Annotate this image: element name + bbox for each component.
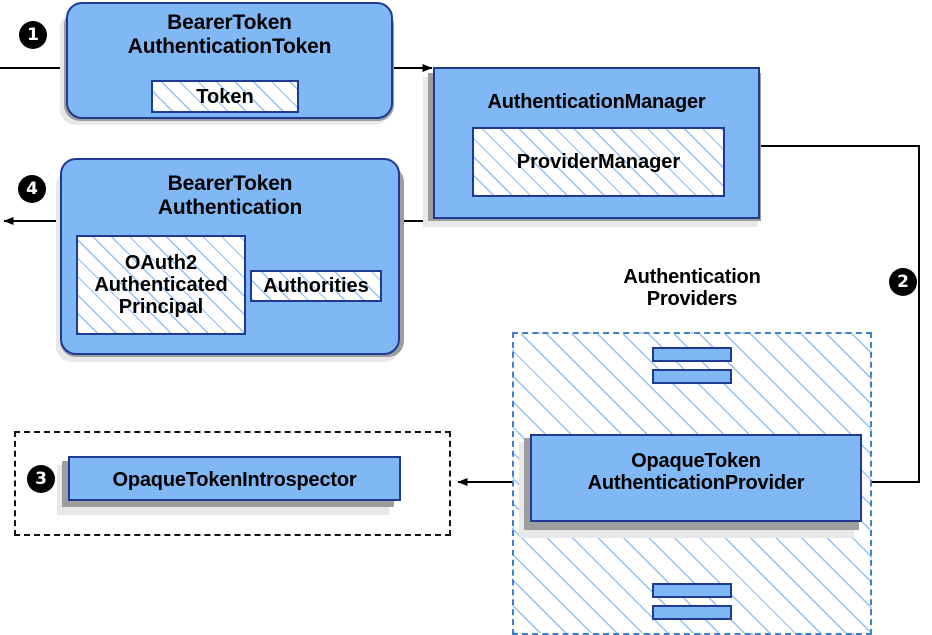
provider-stack-bottom-bar-2 — [652, 605, 732, 620]
step-badge-3: 3 — [28, 466, 54, 492]
authentication-manager-label: AuthenticationManager — [487, 91, 706, 113]
oauth2-authenticated-principal-line1: OAuth2 — [124, 252, 198, 274]
authentication-providers-label-line2: Providers — [646, 288, 738, 311]
opaque-token-authentication-provider-label-line1: OpaqueToken — [631, 450, 761, 472]
opaque-token-authentication-provider-label: OpaqueToken AuthenticationProvider — [532, 450, 860, 495]
bearer-token-authentication-token-label: BearerToken AuthenticationToken — [68, 11, 391, 58]
authentication-providers-label-line1: Authentication — [623, 266, 761, 288]
bearer-token-authentication-token-label-line1: BearerToken — [167, 11, 292, 34]
provider-stack-bottom-bar-1 — [652, 583, 732, 598]
bearer-token-authentication[interactable]: BearerToken Authentication OAuth2 Authen… — [60, 158, 400, 355]
provider-manager-label: ProviderManager — [516, 151, 681, 173]
token-label: Token — [196, 85, 254, 108]
step-badge-4-number: 4 — [26, 178, 38, 199]
bearer-token-authentication-label-line2: Authentication — [157, 195, 303, 219]
authorities-label: Authorities — [263, 275, 369, 297]
opaque-token-introspector-label: OpaqueTokenIntrospector — [112, 469, 357, 491]
step-badge-3-number: 3 — [35, 468, 47, 489]
opaque-token-introspector[interactable]: OpaqueTokenIntrospector — [68, 456, 401, 501]
step-badge-4: 4 — [19, 176, 45, 202]
step-badge-2: 2 — [890, 269, 916, 295]
opaque-token-authentication-provider[interactable]: OpaqueToken AuthenticationProvider — [530, 434, 862, 522]
provider-stack-top-bar-2 — [652, 369, 732, 384]
provider-stack-top-bar-1 — [652, 347, 732, 362]
authentication-providers-label: Authentication Providers — [512, 266, 872, 311]
authentication-manager[interactable]: AuthenticationManager ProviderManager — [433, 67, 760, 219]
provider-manager[interactable]: ProviderManager — [472, 127, 725, 197]
step-badge-1-number: 1 — [27, 24, 39, 45]
bearer-token-authentication-token[interactable]: BearerToken AuthenticationToken Token — [66, 2, 393, 119]
opaque-token-authentication-provider-label-line2: AuthenticationProvider — [587, 472, 805, 495]
oauth2-authenticated-principal-line3: Principal — [118, 296, 204, 318]
token-box[interactable]: Token — [151, 80, 299, 113]
bearer-token-authentication-label: BearerToken Authentication — [62, 172, 398, 219]
oauth2-authenticated-principal[interactable]: OAuth2 Authenticated Principal — [76, 235, 246, 335]
bearer-token-authentication-label-line1: BearerToken — [167, 172, 293, 195]
step-badge-2-number: 2 — [897, 271, 909, 292]
authorities-box[interactable]: Authorities — [250, 270, 382, 302]
opaque-token-introspector-zone — [14, 431, 451, 536]
bearer-token-authentication-token-label-line2: AuthenticationToken — [127, 34, 332, 58]
step-badge-1: 1 — [20, 22, 46, 48]
oauth2-authenticated-principal-line2: Authenticated — [94, 274, 228, 296]
